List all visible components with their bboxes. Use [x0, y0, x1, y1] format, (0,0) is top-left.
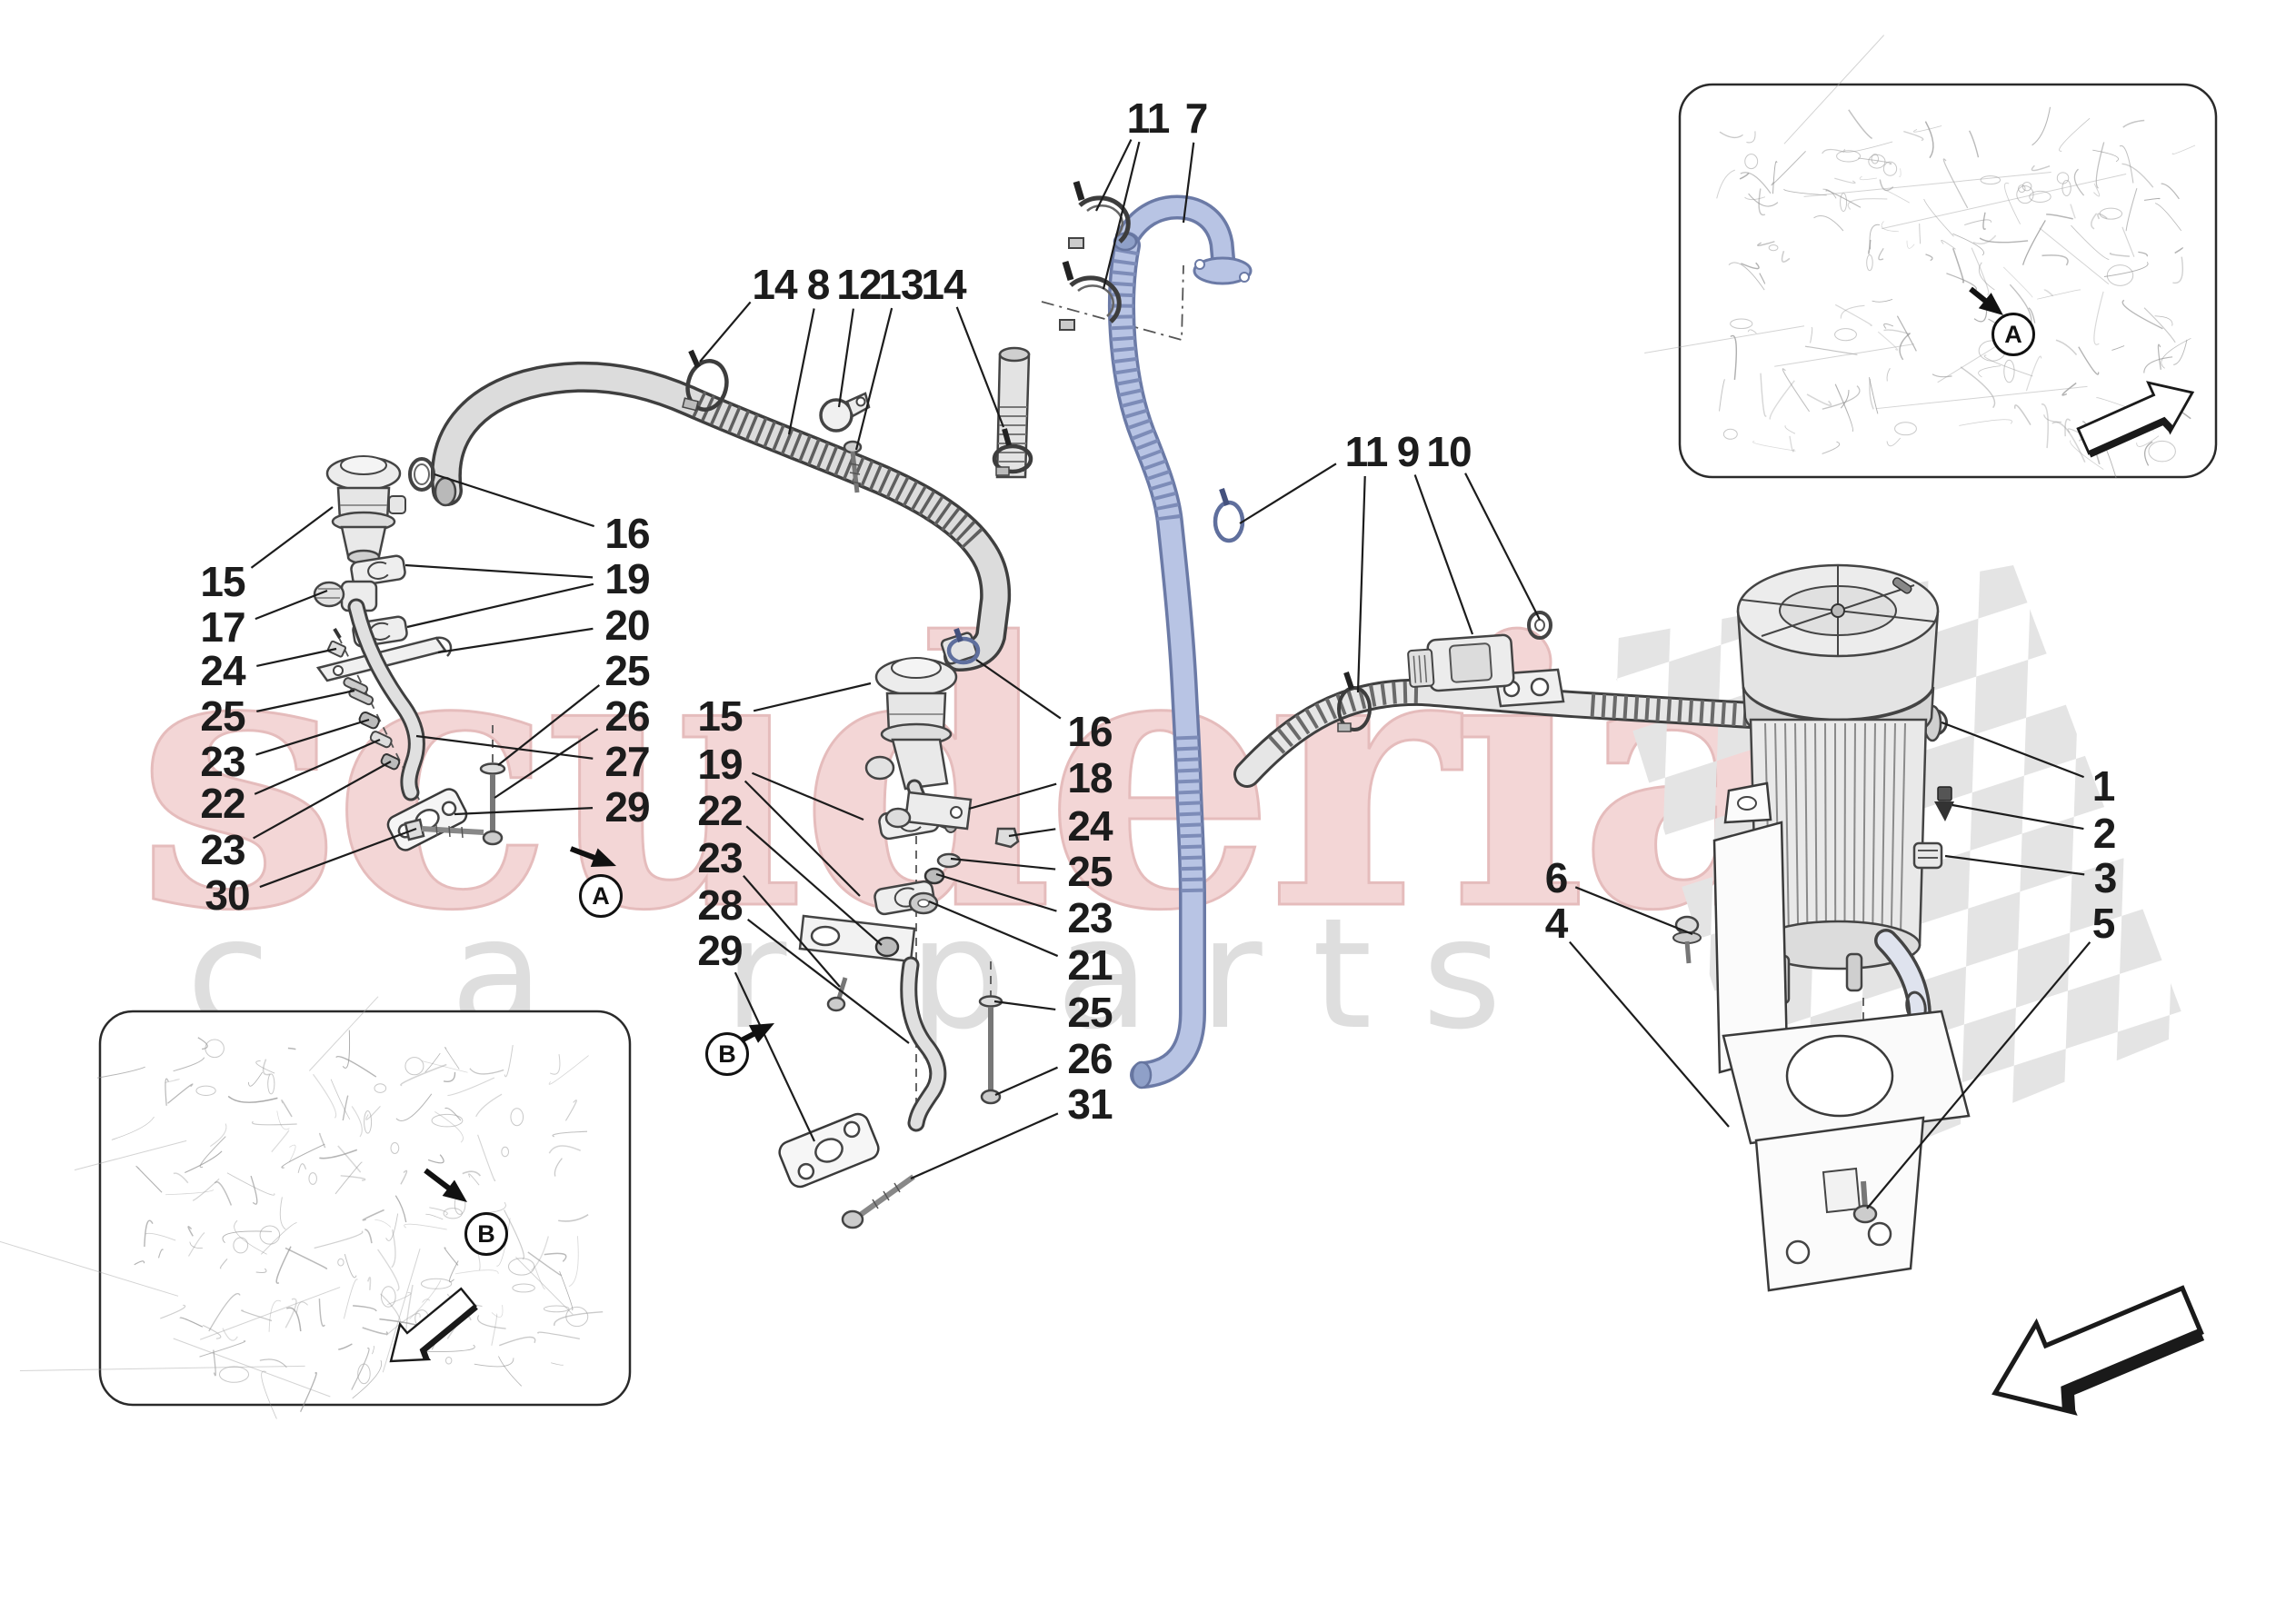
callout-14: 14: [921, 261, 966, 308]
callout-23: 23: [200, 826, 245, 873]
callout-19: 19: [697, 741, 743, 788]
callout-15: 15: [697, 692, 743, 740]
callout-23: 23: [697, 834, 743, 881]
pipe-clamp-11: [1337, 672, 1372, 732]
view-marker-a: A: [579, 874, 623, 918]
callout-29: 29: [697, 927, 743, 974]
callout-4: 4: [1544, 900, 1569, 947]
hose-clamp-11-lower: [1059, 260, 1122, 331]
inset-view-a-box: [1644, 35, 2218, 479]
callout-5: 5: [2091, 900, 2116, 947]
callout-14: 14: [752, 261, 797, 308]
highlighted-hose-7: [1108, 194, 1253, 1090]
seal-ring-16-left: [408, 457, 435, 492]
callout-21: 21: [1067, 941, 1113, 989]
callout-26: 26: [604, 692, 650, 740]
clip-3: [1912, 841, 1943, 870]
callout-16: 16: [1067, 708, 1113, 755]
leader-lines: [250, 139, 2091, 1209]
callout-24: 24: [200, 647, 245, 694]
union-17: [313, 580, 378, 612]
callout-17: 17: [200, 603, 245, 651]
bolt-5: [1852, 1180, 1878, 1224]
callout-25: 25: [200, 692, 245, 740]
inset-view-b-box: [0, 996, 632, 1419]
gasket-19-left-a: [350, 554, 406, 587]
callout-23: 23: [1067, 894, 1113, 941]
fasteners-middle: [908, 827, 1020, 915]
rubber-plug-2: [1934, 786, 1954, 821]
callout-19: 19: [604, 555, 650, 602]
sensor-washer-10: [1527, 611, 1552, 640]
callout-1: 1: [2091, 762, 2116, 810]
air-hose-8: [430, 346, 1031, 672]
callout-9: 9: [1396, 428, 1421, 475]
callout-2: 2: [2092, 810, 2117, 857]
flange-29-left: [386, 788, 468, 851]
callout-28: 28: [697, 881, 743, 929]
callout-29: 29: [604, 783, 650, 831]
air-valve-15-middle: [864, 632, 978, 833]
callout-11: 11: [1126, 95, 1171, 142]
callout-13: 13: [878, 261, 923, 308]
pressure-sensor-9: [1407, 633, 1515, 692]
callout-8: 8: [806, 261, 831, 308]
hose-clamp-16-middle: [946, 627, 981, 665]
callout-22: 22: [200, 780, 245, 827]
callout-12: 12: [836, 261, 882, 308]
view-marker-b: B: [464, 1212, 508, 1256]
callout-23: 23: [200, 738, 245, 785]
callout-31: 31: [1067, 1080, 1113, 1128]
callout-27: 27: [604, 738, 650, 785]
screw-23-middle: [826, 977, 848, 1012]
air-pipe-28: [900, 956, 947, 1132]
pump-bracket-4: [1712, 781, 1971, 1292]
callout-3: 3: [2093, 854, 2118, 901]
air-pipe-27: [347, 598, 425, 801]
air-valve-15-left: [325, 455, 406, 565]
hose-clamp-14-right: [992, 428, 1033, 476]
bolt-31: [841, 1174, 915, 1229]
view-marker-b: B: [705, 1032, 749, 1076]
direction-arrow-icon: [1976, 1266, 2210, 1438]
callout-16: 16: [604, 510, 650, 557]
p-clip-12: [819, 392, 871, 433]
callout-25: 25: [1067, 989, 1113, 1036]
callout-15: 15: [200, 558, 245, 605]
stud-25-26-left: [479, 762, 506, 846]
callout-25: 25: [604, 647, 650, 694]
callout-18: 18: [1067, 754, 1113, 801]
callout-7: 7: [1184, 95, 1209, 142]
fastener-chain-left: [326, 627, 401, 771]
bolt-6: [1672, 915, 1702, 964]
callout-25: 25: [1067, 848, 1113, 895]
bracket-18: [884, 791, 973, 831]
callout-30: 30: [205, 871, 250, 919]
callout-20: 20: [604, 602, 650, 649]
callout-11: 11: [1344, 428, 1389, 475]
callout-22: 22: [697, 787, 743, 834]
flange-29-middle: [778, 1112, 880, 1189]
view-marker-a: A: [1992, 313, 2035, 356]
stud-25-26-middle: [978, 995, 1003, 1105]
hose-clamp-14-left: [682, 349, 729, 412]
callout-10: 10: [1426, 428, 1472, 475]
callout-26: 26: [1067, 1035, 1113, 1082]
grommet-22-middle: [874, 936, 900, 958]
callout-24: 24: [1067, 802, 1113, 850]
hose-clamp-11-upper: [1068, 180, 1131, 249]
callout-6: 6: [1544, 854, 1569, 901]
